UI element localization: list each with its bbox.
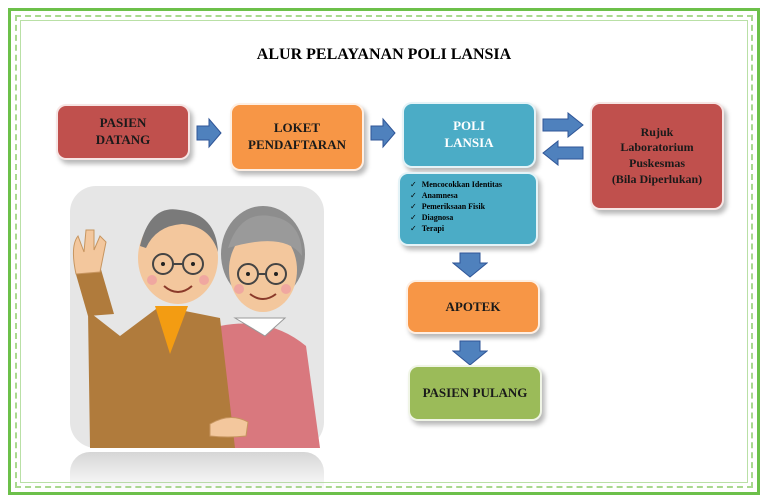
node-pasien-pulang-label: PASIEN PULANG bbox=[422, 384, 528, 400]
checklist-item: Terapi bbox=[410, 223, 530, 234]
arrow-right-icon bbox=[542, 112, 584, 138]
arrow-down-icon bbox=[452, 340, 488, 366]
node-rujuk-laboratorium: Rujuk Laboratorium Puskesmas (Bila Diper… bbox=[590, 102, 724, 210]
checklist-item: Anamnesa bbox=[410, 190, 530, 201]
arrow-down-icon bbox=[452, 252, 488, 278]
illustration-reflection bbox=[70, 452, 324, 492]
node-poli-lansia-label: POLI LANSIA bbox=[444, 118, 494, 150]
elderly-couple-illustration bbox=[70, 186, 324, 448]
checklist-item: Mencocokkan Identitas bbox=[410, 179, 530, 190]
decorative-border-inner bbox=[20, 20, 748, 483]
node-pasien-pulang: PASIEN PULANG bbox=[408, 365, 542, 421]
arrow-right-icon bbox=[370, 117, 396, 149]
node-loket-pendaftaran: LOKET PENDAFTARAN bbox=[230, 103, 364, 171]
node-rujuk-label: Rujuk Laboratorium Puskesmas (Bila Diper… bbox=[611, 124, 703, 186]
checklist-item: Diagnosa bbox=[410, 212, 530, 223]
node-poli-lansia: POLI LANSIA bbox=[402, 102, 536, 168]
poli-lansia-checklist: Mencocokkan Identitas Anamnesa Pemeriksa… bbox=[398, 172, 538, 246]
arrow-right-icon bbox=[196, 117, 222, 149]
checklist-item: Pemeriksaan Fisik bbox=[410, 201, 530, 212]
node-apotek: APOTEK bbox=[406, 280, 540, 334]
decorative-border bbox=[8, 8, 760, 495]
node-pasien-datang-label: PASIEN DATANG bbox=[95, 115, 151, 147]
node-apotek-label: APOTEK bbox=[445, 298, 501, 314]
arrow-left-icon bbox=[542, 140, 584, 166]
node-loket-label: LOKET PENDAFTARAN bbox=[248, 120, 346, 152]
node-pasien-datang: PASIEN DATANG bbox=[56, 104, 190, 160]
diagram-title: ALUR PELAYANAN POLI LANSIA bbox=[256, 46, 512, 63]
